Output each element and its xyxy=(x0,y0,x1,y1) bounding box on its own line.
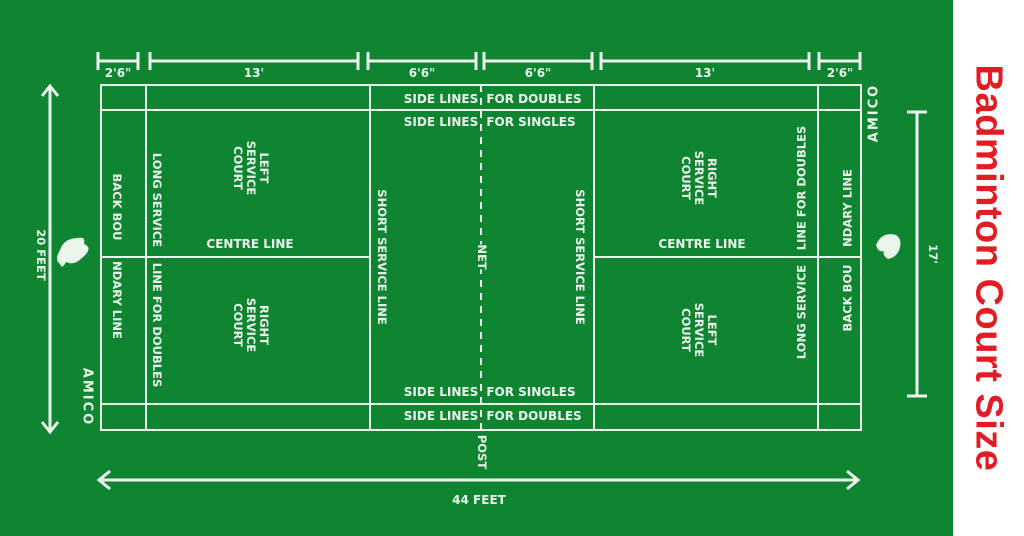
long-service-right-b: LINE FOR DOUBLES xyxy=(794,125,809,251)
side-lines-doubles-bottom-b: FOR DOUBLES xyxy=(486,409,582,423)
side-lines-doubles-top-b: FOR DOUBLES xyxy=(486,92,582,106)
dim-label-5: 13' xyxy=(694,66,716,80)
width-arrow-20ft xyxy=(40,83,60,435)
court-diagram xyxy=(40,52,927,491)
side-lines-singles-bottom-a: SIDE LINES xyxy=(403,385,479,399)
side-lines-singles-bottom-b: FOR SINGLES xyxy=(486,385,576,399)
dim-bar-2 xyxy=(148,52,360,70)
side-lines-doubles-top-a: SIDE LINES xyxy=(403,92,479,106)
dim-bar-4 xyxy=(482,52,594,70)
back-boundary-left-a: BACK BOU xyxy=(109,173,124,241)
left-service-court-top: LEFT SERVICE COURT xyxy=(230,140,271,196)
centre-line-label-right: CENTRE LINE xyxy=(658,237,746,251)
left-service-court-bottom: LEFT SERVICE COURT xyxy=(678,302,719,358)
long-service-left-b: LINE FOR DOUBLES xyxy=(149,262,164,388)
brand-amico-left: AMICO xyxy=(79,367,95,427)
dim-label-3: 6'6" xyxy=(408,66,436,80)
side-lines-doubles-bottom-a: SIDE LINES xyxy=(403,409,479,423)
right-service-court-bottom: RIGHT SERVICE COURT xyxy=(230,297,271,353)
length-arrow-44ft xyxy=(96,469,861,491)
width-bar-17ft xyxy=(907,110,927,398)
short-service-label-left: SHORT SERVICE LINE xyxy=(374,189,389,325)
back-boundary-right-a: BACK BOU xyxy=(840,264,855,332)
length-label-44ft: 44 FEET xyxy=(452,493,506,507)
side-lines-singles-top-a: SIDE LINES xyxy=(403,115,479,129)
dim-label-4: 6'6" xyxy=(524,66,552,80)
dim-label-1: 2'6" xyxy=(104,66,132,80)
dim-bar-1 xyxy=(96,52,140,70)
centre-line-label-left: CENTRE LINE xyxy=(206,237,294,251)
brand-amico-right: AMICO xyxy=(866,83,882,143)
dim-label-6: 2'6" xyxy=(826,66,854,80)
short-service-label-right: SHORT SERVICE LINE xyxy=(572,189,587,325)
side-lines-singles-top-b: FOR SINGLES xyxy=(486,115,576,129)
width-label-17ft: 17' xyxy=(925,244,940,264)
long-service-right-a: LONG SERVICE xyxy=(794,264,809,360)
mascot-logo-icon-left xyxy=(57,237,89,267)
dim-bar-6 xyxy=(817,52,862,70)
dim-label-2: 13' xyxy=(243,66,265,80)
page-title: Badminton Court Size xyxy=(967,64,1010,472)
width-label-20ft: 20 FEET xyxy=(33,229,48,281)
right-service-court-top: RIGHT SERVICE COURT xyxy=(678,150,719,206)
post-label: POST xyxy=(474,434,489,470)
net-label: NET xyxy=(473,244,489,270)
title-sidebar xyxy=(953,0,1024,536)
dim-bar-3 xyxy=(366,52,478,70)
long-service-left-a: LONG SERVICE xyxy=(149,152,164,248)
back-boundary-right-b: NDARY LINE xyxy=(840,169,855,247)
dim-bar-5 xyxy=(599,52,811,70)
back-boundary-left-b: NDARY LINE xyxy=(109,261,124,339)
mascot-logo-icon-right xyxy=(876,234,901,259)
